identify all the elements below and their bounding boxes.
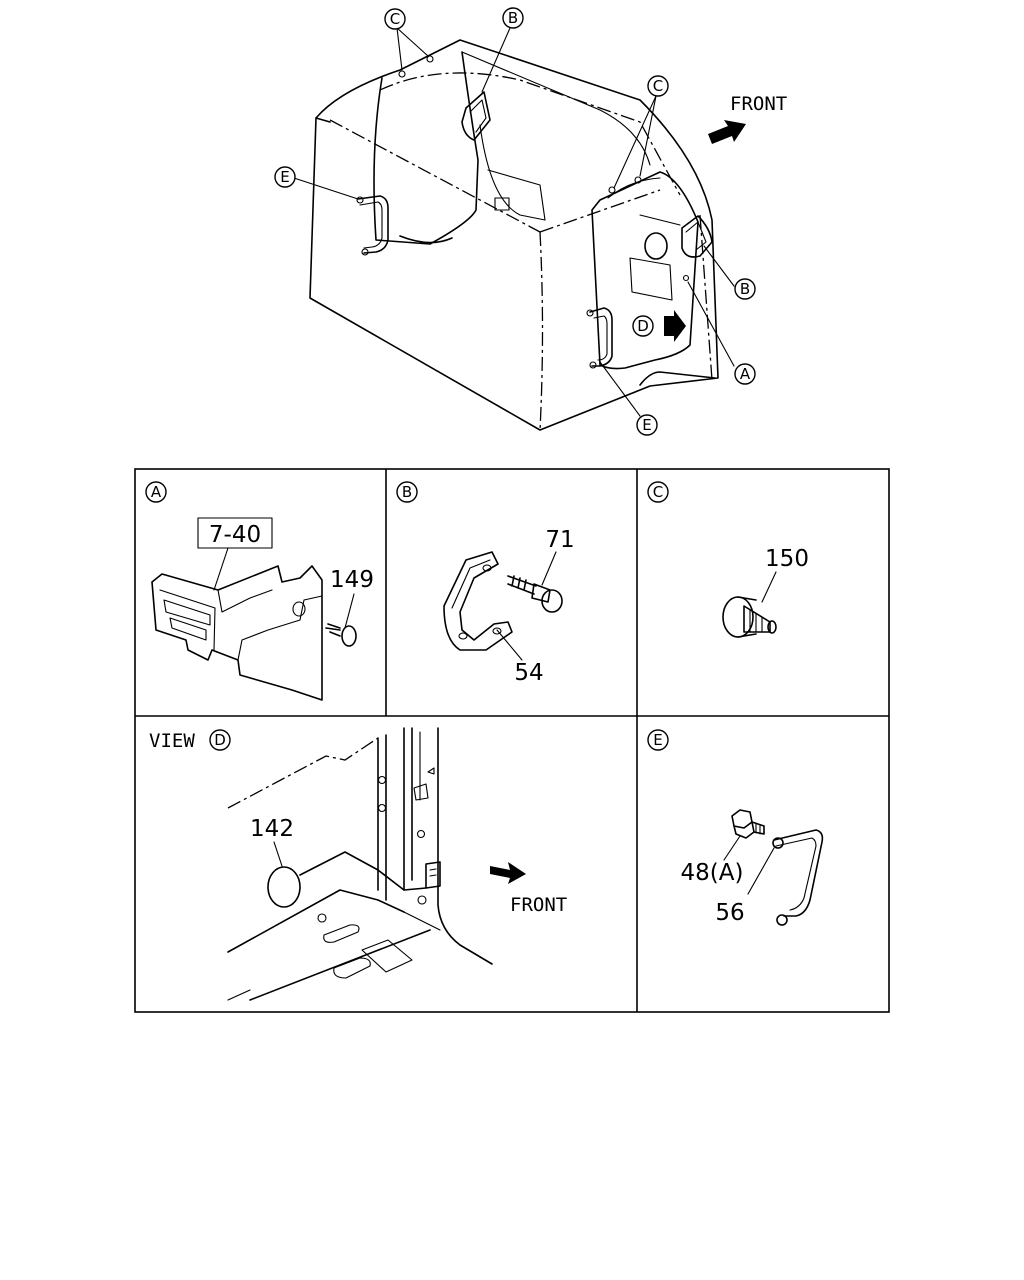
callout-b-top: B (502, 7, 524, 29)
front-label: FRONT (730, 93, 787, 115)
panel-a: A 7-40 149 (145, 481, 374, 701)
svg-text:C: C (653, 77, 663, 95)
callout-b-right: B (734, 278, 756, 300)
svg-text:E: E (280, 168, 289, 186)
callout-d-view: D (632, 315, 654, 337)
panel-a-letter: A (151, 483, 162, 501)
callout-e-bottom: E (636, 414, 658, 436)
part-54-label: 54 (514, 660, 543, 686)
part-48a-label: 48(A) (681, 860, 744, 886)
svg-text:C: C (390, 10, 400, 28)
panel-d: VIEW D 142 FRONT (149, 727, 567, 1001)
panel-c: C 150 (647, 481, 809, 638)
svg-text:B: B (740, 280, 750, 298)
svg-text:B: B (508, 9, 518, 27)
callout-c-top-left: C (384, 8, 406, 30)
callout-a-right: A (734, 363, 756, 385)
panel-b-letter: B (402, 483, 412, 501)
svg-text:D: D (637, 317, 649, 335)
view-label: VIEW (149, 730, 195, 752)
panel-d-letter: D (214, 731, 226, 749)
view-d-front-label: FRONT (510, 894, 567, 916)
ref-box-7-40 (197, 517, 273, 549)
part-142-label: 142 (250, 816, 294, 842)
detail-grid (134, 468, 890, 1013)
panel-c-letter: C (653, 483, 663, 501)
part-71-label: 71 (545, 527, 574, 553)
part-56-label: 56 (715, 900, 744, 926)
panel-e-letter: E (653, 731, 662, 749)
cab-overview (293, 27, 746, 431)
callout-c-right: C (647, 75, 669, 97)
panel-e: E 48(A) 56 (647, 729, 824, 926)
svg-text:A: A (740, 365, 751, 383)
part-149-label: 149 (330, 567, 374, 593)
svg-text:E: E (642, 416, 651, 434)
ref-box-label: 7-40 (209, 522, 261, 548)
callout-e-left: E (274, 166, 296, 188)
panel-b: B 71 54 (396, 481, 575, 686)
part-150-label: 150 (765, 546, 809, 572)
